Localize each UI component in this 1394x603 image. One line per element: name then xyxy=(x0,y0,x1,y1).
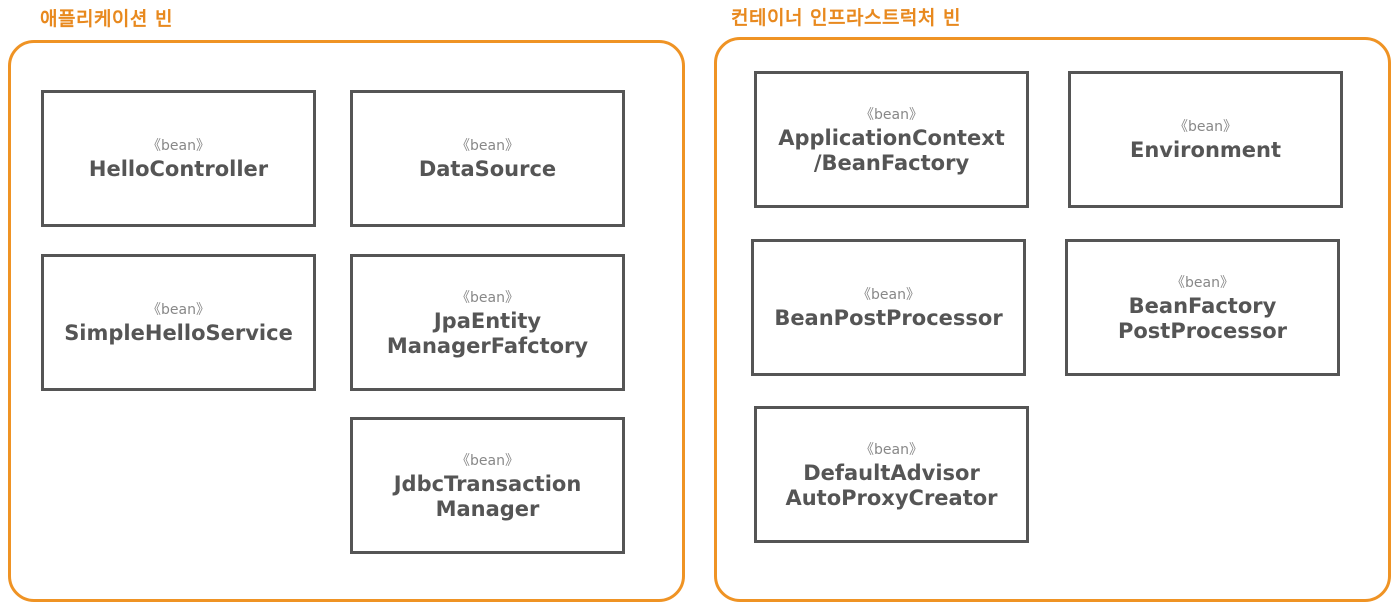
bean-stereotype: 《bean》 xyxy=(147,302,210,318)
bean-name: JdbcTransaction Manager xyxy=(393,471,582,521)
bean-jdbc-transaction-manager: 《bean》 JdbcTransaction Manager xyxy=(350,417,625,554)
bean-name: DataSource xyxy=(418,157,557,181)
bean-name: HelloController xyxy=(88,157,269,181)
application-beans-title: 애플리케이션 빈 xyxy=(40,8,173,30)
bean-stereotype: 《bean》 xyxy=(1174,119,1237,135)
bean-hello-controller: 《bean》 HelloController xyxy=(41,90,316,227)
bean-stereotype: 《bean》 xyxy=(456,138,519,154)
bean-name: DefaultAdvisor AutoProxyCreator xyxy=(785,460,998,510)
bean-stereotype: 《bean》 xyxy=(456,289,519,306)
bean-name: ApplicationContext /BeanFactory xyxy=(778,125,1005,175)
bean-bean-post-processor: 《bean》 BeanPostProcessor xyxy=(751,239,1026,376)
bean-jpa-entity-manager-factory: 《bean》 JpaEntity ManagerFafctory xyxy=(350,254,625,391)
bean-name: BeanPostProcessor xyxy=(774,306,1003,330)
bean-data-source: 《bean》 DataSource xyxy=(350,90,625,227)
bean-name: SimpleHelloService xyxy=(64,321,293,345)
bean-stereotype: 《bean》 xyxy=(147,138,210,154)
application-beans-group xyxy=(8,40,685,602)
bean-bean-factory-post-processor: 《bean》 BeanFactory PostProcessor xyxy=(1065,239,1340,376)
bean-stereotype: 《bean》 xyxy=(860,441,923,458)
infrastructure-beans-title: 컨테이너 인프라스트럭처 빈 xyxy=(731,7,961,29)
bean-name: Environment xyxy=(1129,138,1282,162)
bean-stereotype: 《bean》 xyxy=(860,106,923,123)
bean-stereotype: 《bean》 xyxy=(1171,274,1234,291)
bean-environment: 《bean》 Environment xyxy=(1068,71,1343,208)
bean-name: JpaEntity ManagerFafctory xyxy=(386,308,589,358)
infrastructure-beans-group xyxy=(714,37,1391,602)
bean-simple-hello-service: 《bean》 SimpleHelloService xyxy=(41,254,316,391)
bean-stereotype: 《bean》 xyxy=(456,452,519,469)
bean-stereotype: 《bean》 xyxy=(857,287,920,303)
bean-name: BeanFactory PostProcessor xyxy=(1117,293,1287,343)
bean-default-advisor-auto-proxy-creator: 《bean》 DefaultAdvisor AutoProxyCreator xyxy=(754,406,1029,543)
bean-application-context: 《bean》 ApplicationContext /BeanFactory xyxy=(754,71,1029,208)
